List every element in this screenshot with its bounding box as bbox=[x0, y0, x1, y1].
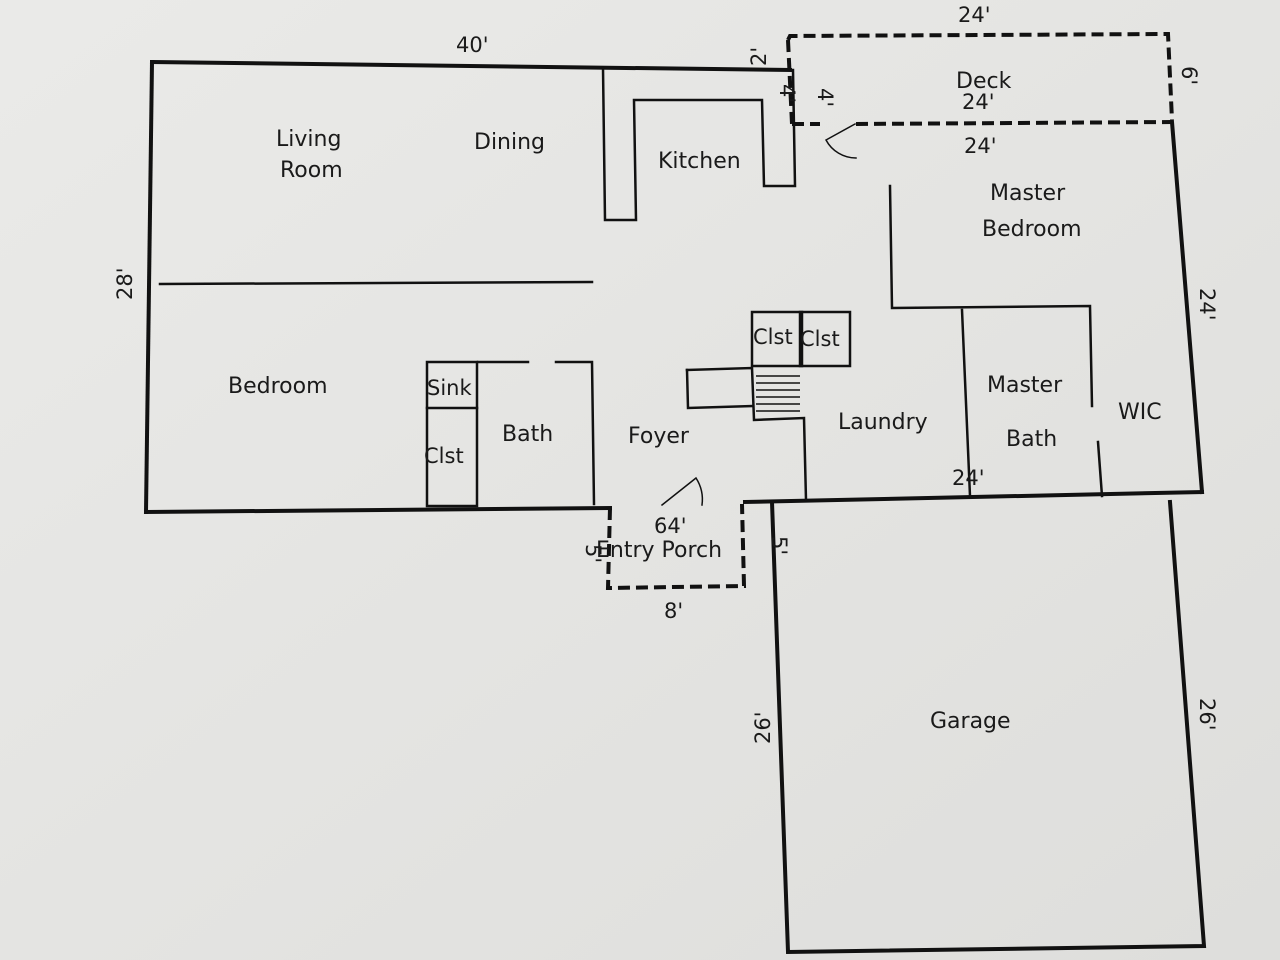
closet-left-label: Clst bbox=[424, 444, 464, 468]
master-bath-label-1: Master bbox=[987, 373, 1063, 398]
garage-walls bbox=[769, 499, 1207, 955]
living-room-label-1: Living bbox=[276, 127, 341, 152]
porch-top-dim: 64' bbox=[654, 514, 687, 538]
porch-bottom-dim: 8' bbox=[664, 599, 683, 623]
house-width-dim: 40' bbox=[456, 33, 489, 57]
deck-top-dim: 24' bbox=[958, 3, 991, 27]
garage-label: Garage bbox=[930, 709, 1011, 734]
bedroom-label: Bedroom bbox=[228, 374, 328, 399]
deck-step-dim: 4' bbox=[775, 84, 799, 103]
deck-bottom-dim: 24' bbox=[962, 90, 995, 114]
garage-left-dim: 26' bbox=[751, 712, 775, 745]
deck-step2-dim: 4' bbox=[813, 88, 837, 107]
dining-label: Dining bbox=[474, 130, 545, 155]
master-bath-label-2: Bath bbox=[1006, 427, 1057, 452]
sink-label: Sink bbox=[427, 376, 472, 400]
foyer-label: Foyer bbox=[628, 424, 690, 449]
house-depth-dim: 28' bbox=[113, 268, 137, 301]
kitchen-label: Kitchen bbox=[658, 149, 741, 174]
laundry-label: Laundry bbox=[838, 410, 928, 435]
wic-label: WIC bbox=[1118, 400, 1162, 425]
porch-right-dim: 5' bbox=[767, 536, 791, 555]
master-bottom-dim: 24' bbox=[952, 466, 985, 490]
bath-label: Bath bbox=[502, 422, 553, 447]
master-bedroom-label-1: Master bbox=[990, 181, 1066, 206]
deck-gap-dim: 2' bbox=[747, 47, 771, 66]
master-bedroom-label-2: Bedroom bbox=[982, 217, 1082, 242]
deck-outline bbox=[786, 31, 1174, 159]
house-walls bbox=[143, 59, 1205, 515]
porch-left-dim: 5' bbox=[581, 544, 605, 563]
living-room-label-2: Room bbox=[280, 158, 343, 183]
closet-b-label: Clst bbox=[800, 327, 840, 351]
porch-outline bbox=[605, 503, 747, 591]
deck-label: Deck bbox=[956, 69, 1012, 94]
garage-right-dim: 26' bbox=[1195, 698, 1219, 731]
entry-porch-label: Entry Porch bbox=[596, 538, 722, 563]
master-top-dim: 24' bbox=[964, 134, 997, 158]
closet-a-label: Clst bbox=[753, 325, 793, 349]
master-side-dim: 24' bbox=[1195, 288, 1219, 321]
deck-side-dim: 6' bbox=[1177, 66, 1201, 85]
